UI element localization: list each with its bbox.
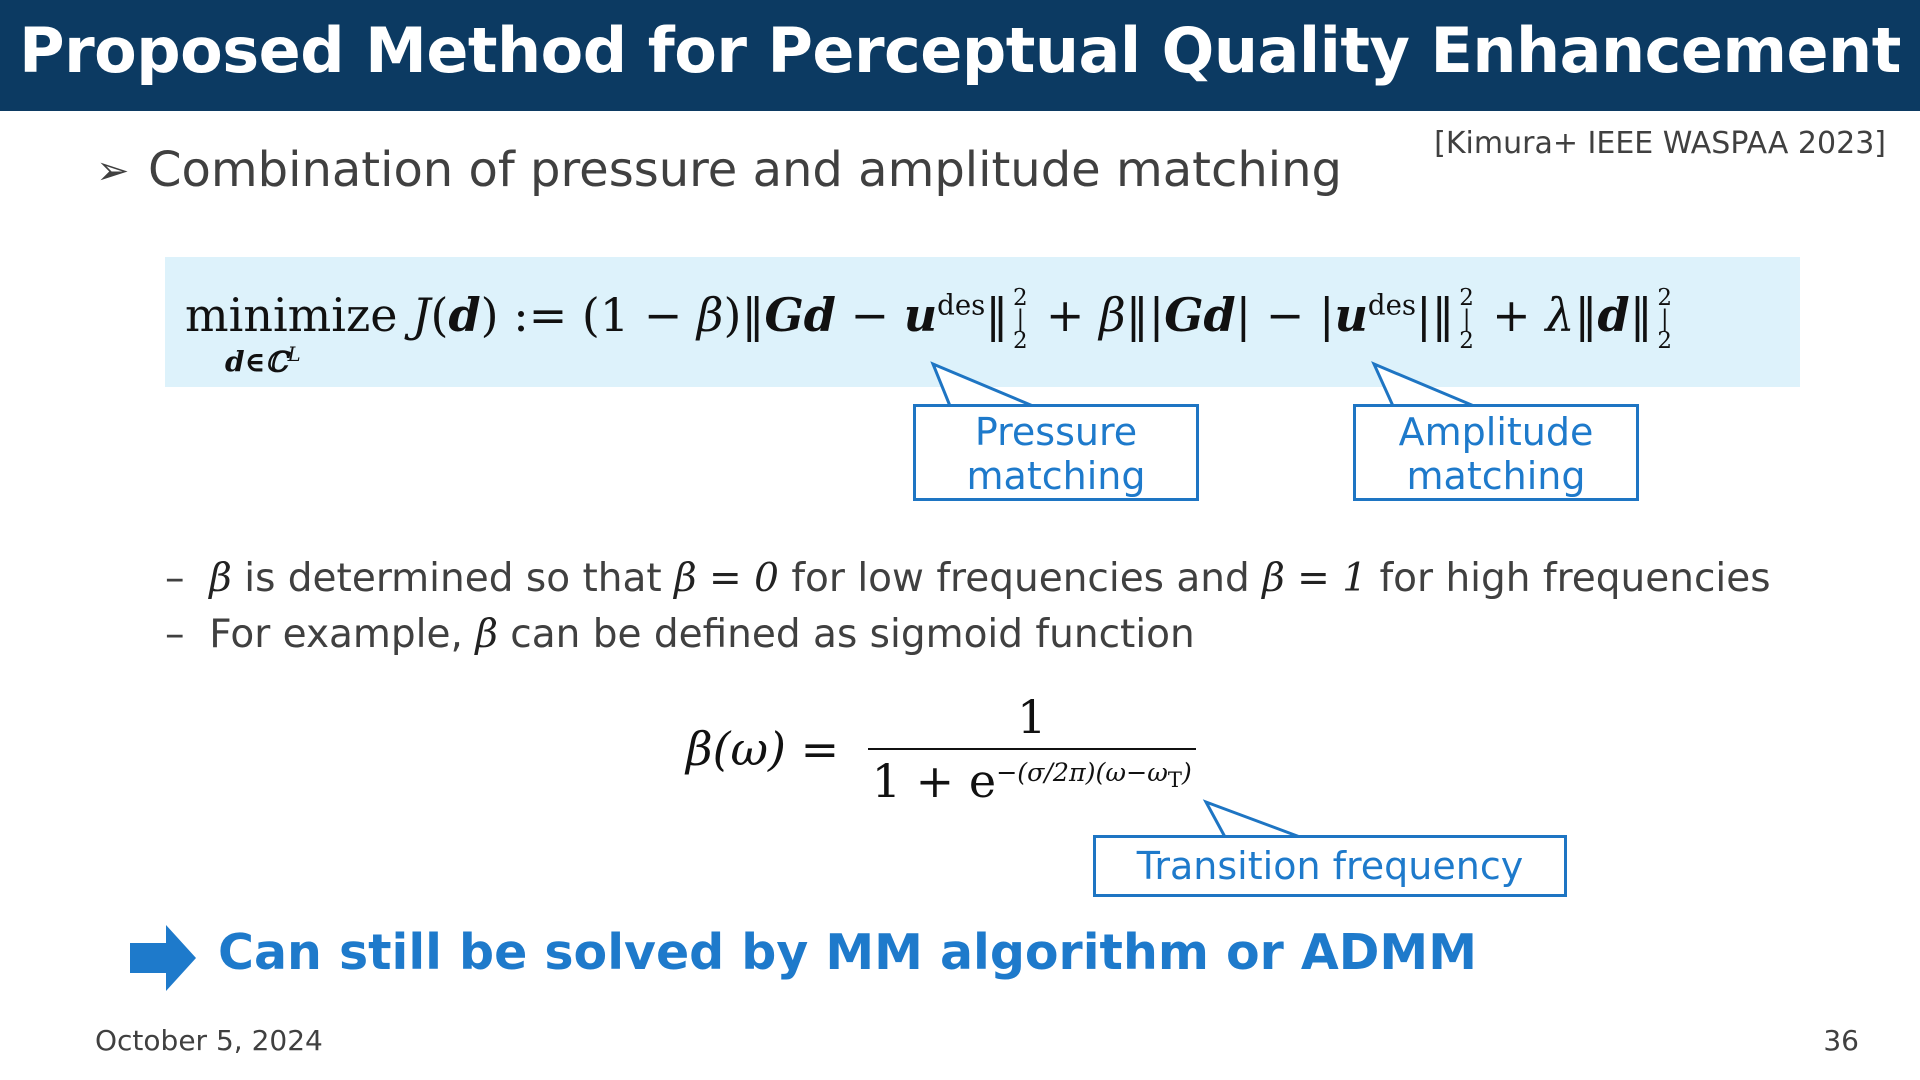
sigmoid-numerator: 1	[1017, 690, 1047, 744]
math-beta-one: β = 1	[1262, 556, 1368, 601]
objective-formula: minimize J(d) := (1 − β)‖Gd − udes‖2|2 +…	[185, 285, 1678, 351]
exponent-close: )	[1181, 757, 1192, 787]
pressure-matching-callout: Pressure matching	[913, 404, 1199, 501]
formula-token: u	[1334, 288, 1368, 343]
objective-expression: J(d) := (1 − β)‖Gd − udes‖2|2 + β‖|Gd| −…	[412, 285, 1678, 349]
norm-power-index: 2|2	[1453, 285, 1480, 350]
math-beta: β	[209, 556, 232, 601]
formula-token: λ	[1545, 288, 1575, 343]
formula-token: (	[430, 288, 449, 343]
dash-marker: –	[165, 556, 185, 601]
transition-frequency-callout: Transition frequency	[1093, 835, 1567, 897]
formula-token: J	[412, 288, 431, 343]
minimize-subscript: d∈ℂL	[225, 343, 301, 378]
callout-line: matching	[1406, 454, 1586, 498]
dash-item-2: – For example, β can be defined as sigmo…	[165, 612, 1195, 657]
formula-token: )‖	[723, 288, 765, 343]
formula-token: +	[1031, 288, 1100, 343]
arrow-bullet-icon: ➢	[96, 148, 130, 194]
formula-token: +	[1477, 288, 1546, 343]
footer-date: October 5, 2024	[95, 1024, 323, 1057]
amplitude-callout-pointer	[1371, 361, 1475, 408]
exponent-subscript: T	[1167, 766, 1182, 792]
subscript-domain: d∈ℂ	[225, 345, 288, 379]
pressure-callout-pointer	[930, 361, 1034, 408]
formula-token: d	[448, 288, 481, 343]
callout-line: Pressure	[974, 410, 1138, 454]
sigmoid-lhs: β(ω) =	[686, 722, 840, 776]
formula-token: des	[937, 288, 986, 322]
formula-token: β	[696, 288, 724, 343]
title-bar: Proposed Method for Perceptual Quality E…	[0, 0, 1920, 111]
callout-line: matching	[966, 454, 1146, 498]
callout-line: Transition frequency	[1136, 844, 1524, 888]
formula-token: ‖|	[1125, 288, 1165, 343]
formula-token: |‖	[1416, 288, 1455, 343]
math-beta-zero: β = 0	[674, 556, 779, 601]
formula-token: ‖	[1574, 288, 1598, 343]
bullet-text: Combination of pressure and amplitude ma…	[148, 142, 1342, 198]
citation: [Kimura+ IEEE WASPAA 2023]	[1434, 126, 1886, 161]
dash-text: can be defined as sigmoid function	[510, 612, 1195, 657]
formula-token: β	[1099, 288, 1126, 343]
right-arrow-icon	[130, 925, 196, 991]
objective-formula-box: minimize J(d) := (1 − β)‖Gd − udes‖2|2 +…	[165, 257, 1800, 387]
sigmoid-fraction: 1 1 + e−(σ/2π)(ω−ωT)	[867, 690, 1196, 808]
formula-token: u	[903, 288, 938, 343]
formula-token: ‖	[985, 288, 1009, 343]
formula-token: d	[1597, 288, 1630, 343]
conclusion-text: Can still be solved by MM algorithm or A…	[218, 924, 1477, 981]
formula-token: ‖	[1629, 288, 1653, 343]
subscript-dimension: L	[287, 343, 301, 366]
sigmoid-formula: β(ω) = 1 1 + e−(σ/2π)(ω−ωT)	[686, 690, 1196, 808]
minimize-operator: minimize	[185, 288, 398, 343]
amplitude-matching-callout: Amplitude matching	[1353, 404, 1639, 501]
slide-title: Proposed Method for Perceptual Quality E…	[19, 14, 1901, 87]
transition-callout-pointer	[1202, 799, 1301, 839]
formula-token: −	[835, 288, 904, 343]
math-beta: β	[475, 612, 498, 657]
callout-line: Amplitude	[1398, 410, 1594, 454]
formula-token: Gd	[1164, 288, 1236, 343]
formula-token: des	[1367, 288, 1417, 322]
formula-token: Gd	[764, 288, 836, 343]
page-number: 36	[1823, 1024, 1859, 1057]
formula-token: ) := (1 −	[480, 288, 697, 343]
formula-token: | − |	[1235, 288, 1335, 343]
dash-text: For example,	[209, 612, 463, 657]
norm-power-index: 2|2	[1007, 285, 1034, 350]
dash-text: for low frequencies and	[791, 556, 1250, 601]
sigmoid-denominator: 1 + e−(σ/2π)(ω−ωT)	[867, 748, 1196, 808]
dash-text: for high frequencies	[1379, 556, 1771, 601]
dash-marker: –	[165, 612, 185, 657]
sigmoid-exponent: −(σ/2π)(ω−ω	[996, 757, 1168, 787]
dash-text: is determined so that	[244, 556, 662, 601]
denominator-base: 1 + e	[871, 754, 997, 808]
dash-item-1: – β is determined so that β = 0 for low …	[165, 556, 1771, 601]
norm-power-index: 2|2	[1651, 285, 1678, 350]
